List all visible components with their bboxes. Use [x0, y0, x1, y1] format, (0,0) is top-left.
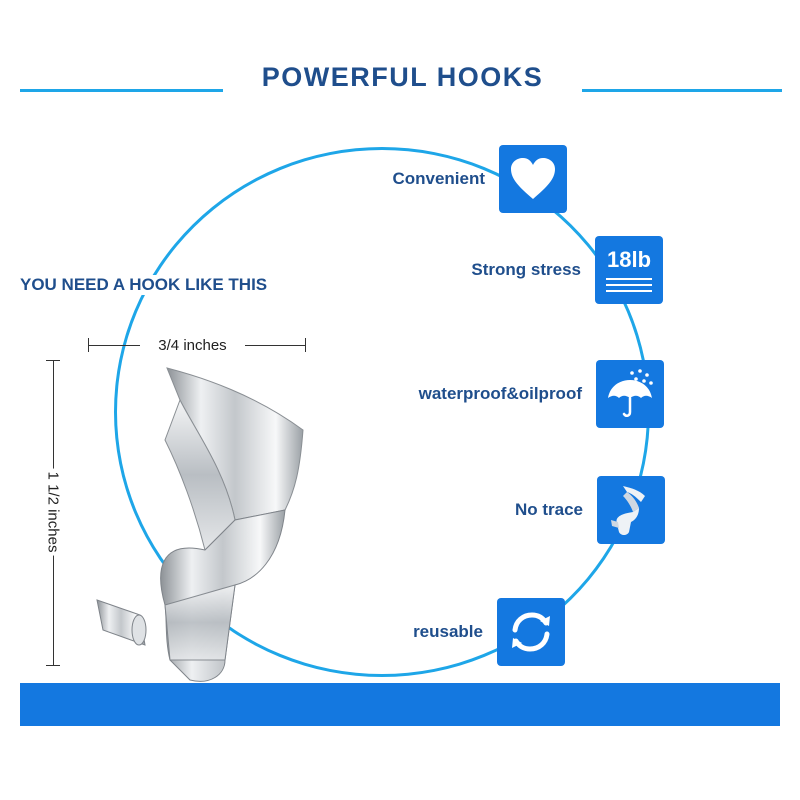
feature-strong-stress: Strong stress 18lb — [471, 236, 663, 304]
feature-label-reusable: reusable — [413, 622, 483, 641]
feature-label-strong-stress: Strong stress — [471, 260, 581, 279]
bottom-bar — [20, 683, 780, 726]
umbrella-icon — [596, 360, 664, 428]
hook-icon — [597, 476, 665, 544]
weight-value: 18lb — [606, 246, 652, 272]
title-divider-right — [582, 89, 782, 92]
heart-icon — [499, 145, 567, 213]
width-dimension-label: 3/4 inches — [140, 337, 245, 354]
recycle-icon — [497, 598, 565, 666]
feature-label-waterproof: waterproof&oilproof — [418, 384, 582, 403]
hook-product-image — [96, 367, 304, 682]
feature-label-convenient: Convenient — [392, 169, 485, 188]
feature-no-trace: No trace — [515, 476, 665, 544]
feature-convenient: Convenient — [392, 145, 567, 213]
width-dimension-tick-right — [305, 338, 306, 352]
weight-icon: 18lb — [595, 236, 663, 304]
title-divider-left — [20, 89, 223, 92]
feature-reusable: reusable — [413, 598, 565, 666]
page-title: POWERFUL HOOKS — [261, 62, 544, 92]
intro-text: YOU NEED A HOOK LIKE THIS — [20, 275, 270, 295]
feature-label-no-trace: No trace — [514, 500, 583, 519]
feature-waterproof: waterproof&oilproof — [419, 360, 664, 428]
height-dimension-tick-bottom — [46, 665, 60, 666]
height-dimension-label: 1 1/2 inches — [44, 468, 62, 556]
